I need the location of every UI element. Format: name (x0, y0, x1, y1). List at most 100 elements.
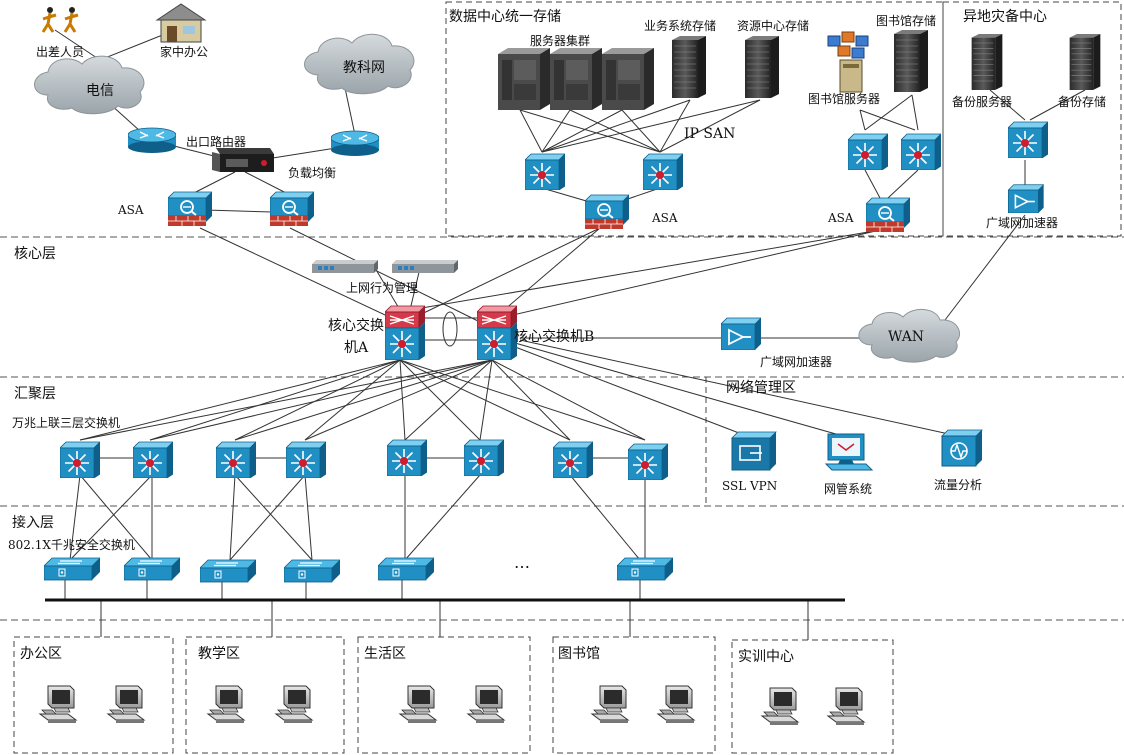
label-asa-left: ASA (117, 203, 144, 217)
label-core-a-line2: 机A (344, 340, 369, 356)
cernet-router-icon (331, 130, 379, 156)
lib-switch-1-icon (848, 133, 888, 170)
layer-title-core: 核心层 (14, 246, 56, 262)
label-server-cluster: 服务器集群 (530, 33, 590, 48)
core-switch-b-icon (477, 305, 517, 360)
label-core-a-line1: 核心交换 (328, 317, 384, 334)
label-zone-office: 办公区 (20, 646, 62, 662)
exit-router-icon (128, 127, 176, 153)
agg-switch-8-icon (628, 443, 668, 480)
label-resource-storage: 资源中心存储 (737, 18, 809, 33)
wan-accelerator-top-icon (1008, 183, 1044, 213)
label-home: 家中办公 (160, 44, 208, 59)
layer-title-aggregation: 汇聚层 (14, 386, 56, 402)
backup-switch-icon (1008, 121, 1048, 158)
lib-switch-2-icon (901, 133, 941, 170)
resource-storage-icon (745, 36, 779, 98)
pc-training-1-icon (761, 687, 799, 726)
pc-library-2-icon (657, 685, 695, 724)
agg-switch-7-icon (553, 441, 593, 478)
agg-switch-2-icon (133, 441, 173, 478)
layer-separators (0, 236, 1124, 621)
access-switch-2-icon (124, 557, 180, 581)
label-uplink-l3: 万兆上联三层交换机 (12, 415, 120, 430)
nms-icon (824, 433, 874, 471)
label-zone-teaching: 教学区 (198, 646, 240, 662)
label-load-balance: 负载均衡 (288, 166, 336, 180)
zone-title-disaster: 异地灾备中心 (963, 8, 1047, 25)
zone-living (357, 636, 531, 754)
label-zone-training: 实训中心 (738, 649, 794, 665)
asa-right-icon (866, 197, 910, 232)
pc-teaching-1-icon (207, 685, 245, 724)
label-asa-mid: ASA (651, 211, 678, 225)
home-office-icon (155, 3, 207, 43)
access-switch-4-icon (284, 559, 340, 583)
dc-switch-2-icon (643, 153, 683, 190)
agg-switch-6-icon (464, 439, 504, 476)
layer-title-access: 接入层 (12, 514, 54, 531)
label-core-b: 核心交换机B (514, 328, 594, 345)
asa-left-icon (168, 191, 212, 226)
agg-switch-3-icon (216, 441, 256, 478)
zone-datacenter (445, 1, 944, 237)
pc-living-1-icon (399, 685, 437, 724)
label-backup-server: 备份服务器 (952, 94, 1012, 109)
behavior-mgmt-1-icon (312, 260, 378, 273)
label-wan-acc-top: 广域网加速器 (986, 216, 1058, 230)
label-telecom: 电信 (86, 83, 114, 99)
label-zone-living: 生活区 (364, 646, 406, 662)
zone-disaster-recovery (942, 1, 1122, 237)
biz-storage-icon (672, 36, 706, 98)
zone-title-datacenter: 数据中心统一存储 (449, 9, 561, 25)
dc-switch-1-icon (525, 153, 565, 190)
access-switch-1-icon (44, 557, 100, 581)
label-dot1x: 802.1X千兆安全交换机 (8, 537, 135, 552)
telecom-cloud (34, 55, 145, 115)
pc-teaching-2-icon (275, 685, 313, 724)
wan-cloud (858, 309, 961, 363)
access-switch-6-icon (617, 557, 673, 581)
label-ellipsis: … (514, 553, 530, 572)
access-switch-5-icon (378, 557, 434, 581)
pc-living-2-icon (467, 685, 505, 724)
asa-left2-icon (270, 191, 314, 226)
label-exit-router: 出口路由器 (186, 134, 246, 149)
zone-library (552, 636, 716, 754)
label-behavior-mgmt: 上网行为管理 (346, 280, 418, 295)
zone-office (13, 636, 174, 754)
behavior-mgmt-2-icon (392, 260, 458, 273)
label-ssl-vpn: SSL VPN (722, 479, 777, 493)
cernet-cloud (304, 33, 415, 95)
label-backup-storage: 备份存储 (1058, 94, 1106, 109)
ssl-vpn-icon (731, 431, 777, 471)
traffic-analysis-icon (941, 429, 983, 467)
label-lib-storage: 图书馆存储 (876, 13, 936, 28)
label-traffic: 流量分析 (934, 478, 982, 492)
label-wan-acc-core: 广域网加速器 (760, 355, 832, 369)
pc-library-1-icon (591, 685, 629, 724)
connection-links (54, 29, 1086, 640)
label-asa-right: ASA (827, 211, 854, 225)
label-wan: WAN (888, 329, 924, 345)
pc-office-1-icon (39, 685, 77, 724)
label-lib-server: 图书馆服务器 (808, 91, 880, 106)
label-biz-storage: 业务系统存储 (644, 18, 716, 33)
travel-user-icon (41, 7, 79, 33)
pc-training-2-icon (827, 687, 865, 726)
server-cluster-2-icon (550, 48, 602, 110)
server-cluster-1-icon (498, 48, 550, 110)
load-balancer-icon (212, 148, 274, 172)
label-nms: 网管系统 (824, 481, 872, 496)
agg-switch-4-icon (286, 441, 326, 478)
zone-title-netmgmt: 网络管理区 (726, 380, 796, 396)
wan-accelerator-core-icon (721, 317, 761, 350)
zone-training (731, 639, 894, 754)
label-travel: 出差人员 (36, 45, 84, 59)
core-switch-a-icon (385, 305, 425, 360)
pc-office-2-icon (107, 685, 145, 724)
asa-mid-icon (585, 194, 629, 229)
zone-teaching (185, 636, 345, 754)
lib-server-icon (827, 31, 869, 93)
